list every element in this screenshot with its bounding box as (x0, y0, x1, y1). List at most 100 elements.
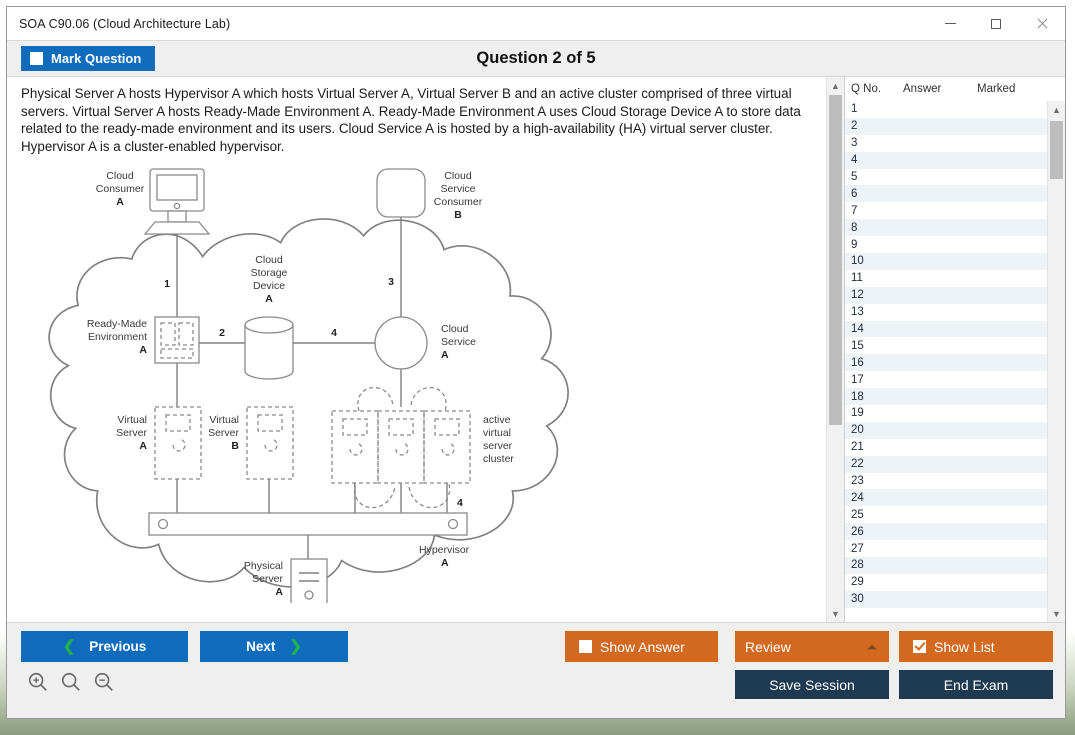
table-row[interactable]: 29 (845, 574, 1047, 591)
table-row[interactable]: 17 (845, 371, 1047, 388)
mark-question-checkbox[interactable] (30, 52, 43, 65)
list-scroll-thumb[interactable] (1050, 121, 1063, 179)
svg-text:B: B (231, 440, 239, 452)
svg-text:Service: Service (440, 183, 475, 195)
svg-text:server: server (483, 440, 513, 452)
scroll-thumb[interactable] (829, 95, 842, 425)
table-row[interactable]: 24 (845, 489, 1047, 507)
cell-qno: 11 (851, 272, 863, 285)
cell-qno: 28 (851, 559, 864, 572)
svg-text:virtual: virtual (483, 427, 511, 439)
table-row[interactable]: 13 (845, 304, 1047, 321)
table-row[interactable]: 10 (845, 253, 1047, 270)
table-row[interactable]: 2 (845, 117, 1047, 135)
exam-window: SOA C90.06 (Cloud Architecture Lab) Mark… (6, 6, 1066, 719)
cloud-storage-device-a-icon (244, 316, 294, 380)
table-row[interactable]: 18 (845, 388, 1047, 406)
cell-qno: 9 (851, 238, 858, 251)
list-scroll-down-arrow[interactable]: ▼ (1052, 608, 1061, 619)
zoom-reset-icon[interactable] (60, 671, 82, 693)
end-exam-button[interactable]: End Exam (899, 670, 1053, 699)
table-row[interactable]: 27 (845, 540, 1047, 557)
question-scrollbar[interactable]: ▲ ▼ (826, 77, 844, 622)
zoom-in-icon[interactable] (27, 671, 49, 693)
cell-qno: 7 (851, 204, 858, 217)
maximize-button[interactable] (973, 7, 1019, 40)
table-row[interactable]: 5 (845, 169, 1047, 186)
svg-text:1: 1 (164, 278, 170, 290)
save-session-button[interactable]: Save Session (735, 670, 889, 699)
table-row[interactable]: 16 (845, 354, 1047, 372)
svg-text:Ready-Made: Ready-Made (87, 318, 147, 330)
body-split: Physical Server A hosts Hypervisor A whi… (7, 77, 1065, 622)
svg-text:Service: Service (441, 336, 476, 348)
show-list-checkbox[interactable] (913, 640, 926, 653)
show-list-label: Show List (934, 638, 995, 655)
table-row[interactable]: 28 (845, 557, 1047, 574)
table-row[interactable]: 25 (845, 506, 1047, 523)
table-row[interactable]: 7 (845, 202, 1047, 219)
table-row[interactable]: 1 (845, 101, 1047, 118)
cell-qno: 25 (851, 508, 864, 521)
minimize-icon (944, 23, 956, 24)
mark-question-button[interactable]: Mark Question (21, 46, 156, 71)
previous-button[interactable]: ❮ Previous (21, 631, 188, 662)
chevron-up-icon (867, 644, 877, 649)
table-row[interactable]: 22 (845, 455, 1047, 473)
question-list-scrollbar[interactable]: ▲ ▼ (1047, 101, 1065, 622)
table-row[interactable]: 14 (845, 320, 1047, 338)
svg-text:Cloud: Cloud (106, 170, 134, 182)
table-row[interactable]: 12 (845, 286, 1047, 304)
table-row[interactable]: 26 (845, 523, 1047, 541)
review-dropdown[interactable]: Review (735, 631, 889, 662)
scroll-up-arrow[interactable]: ▲ (831, 80, 840, 91)
minimize-button[interactable] (927, 7, 973, 40)
table-row[interactable]: 8 (845, 219, 1047, 237)
zoom-out-icon[interactable] (93, 671, 115, 693)
svg-text:Storage: Storage (251, 267, 288, 279)
table-row[interactable]: 19 (845, 405, 1047, 422)
cell-qno: 14 (851, 323, 864, 336)
table-row[interactable]: 15 (845, 337, 1047, 354)
show-answer-checkbox[interactable] (579, 640, 592, 653)
cell-qno: 10 (851, 255, 864, 268)
cell-qno: 27 (851, 542, 864, 555)
list-scroll-up-arrow[interactable]: ▲ (1052, 104, 1061, 115)
svg-text:Consumer: Consumer (96, 183, 145, 195)
table-row[interactable]: 6 (845, 185, 1047, 203)
zoom-controls (27, 671, 115, 693)
virtual-server-b-icon (246, 406, 294, 480)
table-row[interactable]: 3 (845, 135, 1047, 152)
scroll-down-arrow[interactable]: ▼ (831, 608, 840, 619)
cell-qno: 16 (851, 356, 864, 369)
cell-qno: 18 (851, 390, 864, 403)
close-button[interactable] (1019, 7, 1065, 40)
column-header-marked: Marked (977, 83, 1016, 95)
table-row[interactable]: 30 (845, 590, 1047, 608)
table-row[interactable]: 20 (845, 421, 1047, 439)
cell-qno: 12 (851, 289, 864, 302)
table-row[interactable]: 21 (845, 439, 1047, 456)
cell-qno: 1 (851, 103, 858, 116)
table-row[interactable]: 23 (845, 473, 1047, 490)
show-answer-button[interactable]: Show Answer (565, 631, 718, 662)
window-controls (927, 7, 1065, 40)
cell-qno: 23 (851, 475, 864, 488)
svg-text:active: active (483, 414, 511, 426)
table-row[interactable]: 9 (845, 236, 1047, 253)
next-button[interactable]: Next ❯ (200, 631, 348, 662)
cluster-virtual-server-1-icon (331, 410, 379, 484)
question-text: Physical Server A hosts Hypervisor A whi… (21, 86, 801, 154)
cell-qno: 4 (851, 154, 858, 167)
cell-qno: 30 (851, 593, 864, 606)
show-list-button[interactable]: Show List (899, 631, 1053, 662)
table-row[interactable]: 11 (845, 270, 1047, 287)
maximize-icon (991, 18, 1001, 29)
svg-text:Server: Server (116, 427, 147, 439)
svg-text:A: A (139, 440, 147, 452)
table-row[interactable]: 4 (845, 151, 1047, 169)
window-title: SOA C90.06 (Cloud Architecture Lab) (19, 16, 231, 31)
footer-toolbar: ❮ Previous Next ❯ Show Answer Review Sho… (7, 622, 1065, 718)
physical-server-a-icon (290, 558, 328, 622)
